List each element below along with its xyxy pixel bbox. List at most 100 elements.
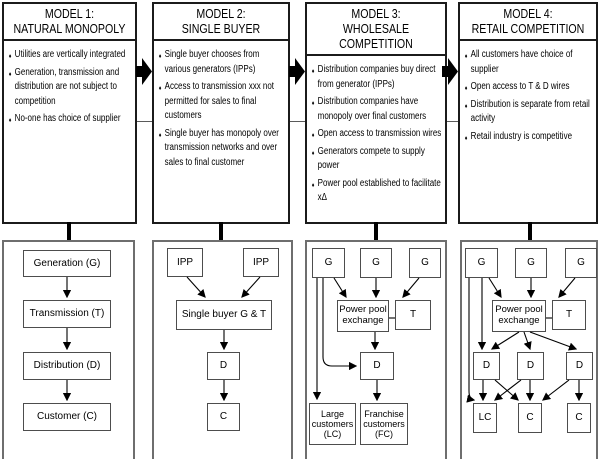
bullet-item: ♦Single buyer has monopoly over transmis… bbox=[159, 127, 285, 171]
m3-franchise-customers-box: Franchise customers (FC) bbox=[360, 403, 408, 445]
model3-panel: MODEL 3: WHOLESALE COMPETITION ♦Distribu… bbox=[305, 2, 447, 224]
bullet-text: Access to transmission xxx not permitted… bbox=[164, 81, 275, 121]
bullet-item: ♦Generators compete to supply power bbox=[312, 145, 442, 174]
m3-generator2-box: G bbox=[360, 248, 392, 278]
bullet-item: ♦All customers have choice of supplier bbox=[465, 48, 593, 77]
diamond-bullet-icon: ♦ bbox=[311, 100, 315, 107]
bullet-text: No-one has choice of supplier bbox=[14, 113, 121, 124]
m4-distribution2-box: D bbox=[517, 352, 544, 380]
bullet-text: Distribution companies have monopoly ove… bbox=[317, 96, 427, 122]
bullet-item: ♦Distribution companies have monopoly ov… bbox=[312, 95, 442, 124]
m4-generator3-label: G bbox=[577, 257, 585, 269]
m4-distribution3-box: D bbox=[566, 352, 593, 380]
model3-connector bbox=[374, 222, 378, 240]
bullet-item: ♦Access to transmission xxx not permitte… bbox=[159, 80, 285, 124]
model1-connector bbox=[67, 222, 71, 240]
m4-power-pool-box: Power pool exchange bbox=[492, 300, 546, 332]
model4-title: MODEL 4: RETAIL COMPETITION bbox=[460, 4, 596, 41]
bullet-text: All customers have choice of supplier bbox=[470, 49, 573, 75]
model2-bullet-list: ♦Single buyer chooses from various gener… bbox=[159, 48, 285, 170]
panel-link-line bbox=[447, 121, 458, 122]
diamond-bullet-icon: ♦ bbox=[311, 68, 315, 75]
bullet-text: Generation, transmission and distributio… bbox=[14, 66, 120, 107]
bullet-item: ♦Power pool established to facilitate xΔ bbox=[312, 177, 442, 206]
m1-distribution-label: Distribution (D) bbox=[33, 360, 101, 372]
bullet-text: Utilities are vertically integrated bbox=[14, 49, 126, 60]
m1-distribution-box: Distribution (D) bbox=[23, 352, 111, 380]
m4-generator2-label: G bbox=[527, 257, 535, 269]
m2-single-buyer-box: Single buyer G & T bbox=[176, 300, 272, 330]
m3-transmission-box: T bbox=[395, 300, 431, 330]
diamond-bullet-icon: ♦ bbox=[311, 181, 315, 189]
m4-distribution1-box: D bbox=[473, 352, 500, 380]
diamond-bullet-icon: ♦ bbox=[8, 70, 12, 78]
m4-generator2-box: G bbox=[515, 248, 547, 278]
m4-transmission-box: T bbox=[552, 300, 586, 330]
m4-customer-mid-label: C bbox=[526, 412, 534, 424]
m2-ipp-right-label: IPP bbox=[252, 256, 270, 268]
model1-title-line2: NATURAL MONOPOLY bbox=[13, 22, 126, 36]
model3-title-line1: MODEL 3: bbox=[351, 7, 401, 21]
m1-transmission-label: Transmission (T) bbox=[29, 308, 105, 320]
m1-customer-label: Customer (C) bbox=[36, 411, 97, 423]
m3-transmission-label: T bbox=[409, 309, 417, 321]
diamond-bullet-icon: ♦ bbox=[311, 149, 315, 157]
m2-ipp-right-box: IPP bbox=[243, 248, 279, 277]
m3-franchise-customers-label: Franchise customers (FC) bbox=[363, 408, 405, 440]
diamond-bullet-icon: ♦ bbox=[8, 117, 12, 124]
m3-generator1-label: G bbox=[324, 257, 333, 269]
diamond-bullet-icon: ♦ bbox=[311, 132, 315, 139]
diamond-bullet-icon: ♦ bbox=[158, 131, 162, 139]
m3-distribution-label: D bbox=[373, 360, 381, 372]
m4-distribution3-label: D bbox=[575, 360, 584, 372]
panel-link-line bbox=[290, 121, 305, 122]
diamond-bullet-icon: ♦ bbox=[464, 134, 468, 142]
m3-large-customers-label: Large customers (LC) bbox=[311, 408, 354, 440]
diamond-bullet-icon: ♦ bbox=[8, 53, 12, 60]
model2-title-line1: MODEL 2: bbox=[196, 7, 246, 21]
model4-title-line1: MODEL 4: bbox=[503, 7, 553, 21]
bullet-text: Open access to transmission wires bbox=[317, 128, 442, 139]
m4-large-customers-box: LC bbox=[473, 403, 497, 433]
m2-ipp-left-label: IPP bbox=[176, 256, 194, 268]
bullet-text: Retail industry is competitive bbox=[470, 130, 573, 142]
m1-transmission-box: Transmission (T) bbox=[23, 300, 111, 328]
model4-title-line2: RETAIL COMPETITION bbox=[471, 22, 585, 36]
model1-bullet-list: ♦Utilities are vertically integrated ♦Ge… bbox=[9, 48, 132, 127]
m4-power-pool-label: Power pool exchange bbox=[495, 304, 543, 326]
bullet-text: Single buyer has monopoly over transmiss… bbox=[164, 127, 279, 168]
m4-generator3-box: G bbox=[565, 248, 597, 278]
bullet-text: Distribution companies buy direct from g… bbox=[317, 64, 436, 90]
model1-title-line1: MODEL 1: bbox=[44, 7, 95, 21]
model3-to-model4-arrow-icon bbox=[442, 56, 459, 92]
m4-customer-right-label: C bbox=[575, 412, 583, 424]
bullet-item: ♦Open access to T & D wires bbox=[465, 80, 593, 95]
diamond-bullet-icon: ♦ bbox=[158, 53, 162, 60]
model2-panel: MODEL 2: SINGLE BUYER ♦Single buyer choo… bbox=[152, 2, 290, 224]
model2-title-line2: SINGLE BUYER bbox=[181, 22, 261, 36]
model2-to-model3-arrow-icon bbox=[289, 56, 306, 92]
m2-distribution-box: D bbox=[207, 352, 240, 380]
bullet-text: Open access to T & D wires bbox=[470, 81, 570, 92]
bullet-item: ♦Distribution is separate from retail ac… bbox=[465, 98, 593, 127]
m2-customer-box: C bbox=[207, 403, 240, 431]
diamond-bullet-icon: ♦ bbox=[158, 85, 162, 92]
m2-distribution-label: D bbox=[219, 360, 228, 372]
diamond-bullet-icon: ♦ bbox=[464, 53, 468, 60]
bullet-item: ♦Single buyer chooses from various gener… bbox=[159, 48, 285, 77]
m4-distribution1-label: D bbox=[482, 360, 491, 372]
bullet-item: ♦Open access to transmission wires bbox=[312, 127, 442, 142]
m4-distribution2-label: D bbox=[526, 360, 535, 372]
model1-panel: MODEL 1: NATURAL MONOPOLY ♦Utilities are… bbox=[2, 2, 137, 224]
panel-link-line bbox=[137, 121, 152, 122]
bullet-item: ♦Distribution companies buy direct from … bbox=[312, 63, 442, 92]
model3-bullet-list: ♦Distribution companies buy direct from … bbox=[312, 63, 442, 206]
m2-single-buyer-label: Single buyer G & T bbox=[181, 309, 267, 321]
model2-connector bbox=[219, 222, 223, 240]
m4-customer-right-box: C bbox=[567, 403, 591, 433]
model4-bullet-list: ♦All customers have choice of supplier ♦… bbox=[465, 48, 593, 144]
m2-customer-label: C bbox=[219, 411, 228, 423]
m4-large-customers-label: LC bbox=[478, 412, 492, 424]
bullet-item: ♦No-one has choice of supplier bbox=[9, 112, 132, 127]
